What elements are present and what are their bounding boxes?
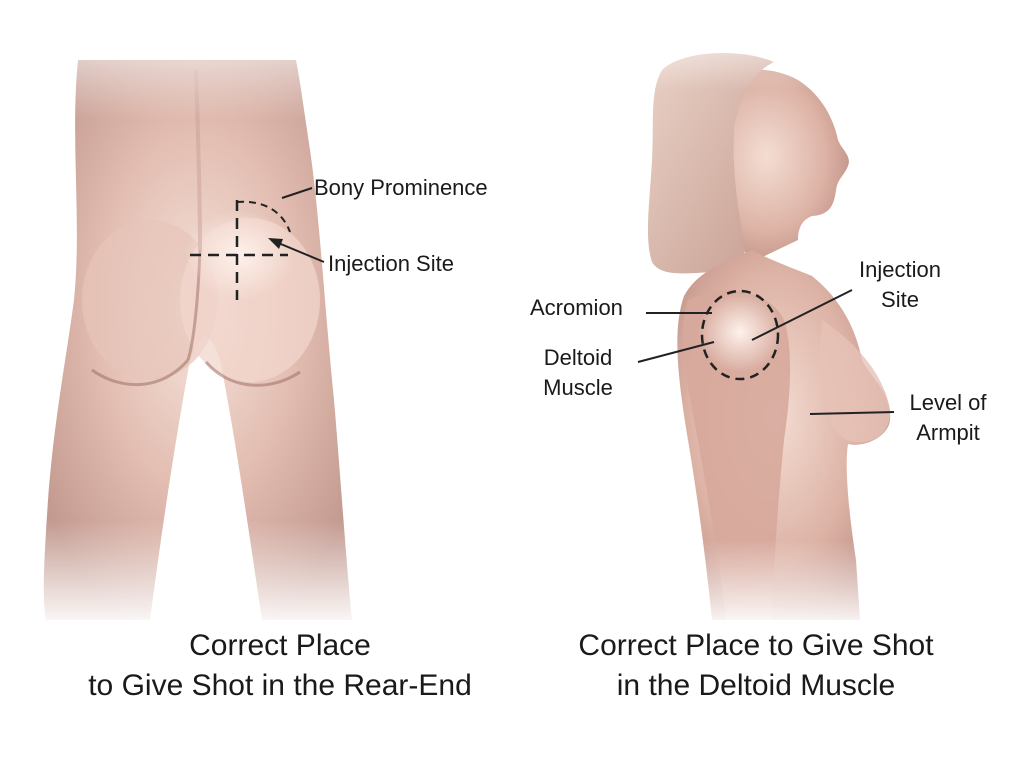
gluteal-fold-left: [91, 359, 190, 387]
deltoid-muscle-label-line1: Deltoid: [543, 345, 613, 370]
rear-caption-line2: to Give Shot in the Rear-End: [88, 669, 472, 702]
injection-site-label: Injection Site: [328, 251, 454, 276]
deltoid-highlight: [698, 292, 782, 372]
bony-prominence-label: Bony Prominence: [314, 175, 488, 200]
armpit-leader: [809, 411, 895, 415]
deltoid-caption-line2: in the Deltoid Muscle: [616, 669, 896, 702]
side-view-panel: Injection Site Acromion Deltoid Muscle L…: [512, 0, 1024, 768]
rear-caption: Correct Place to Give Shot in the Rear-E…: [30, 626, 530, 706]
injection-site-label-line2: Site: [881, 287, 919, 312]
deltoid-caption: Correct Place to Give Shot in the Deltoi…: [512, 626, 1000, 706]
bony-prominence-leader: [281, 187, 313, 199]
hair-shape: [647, 52, 774, 274]
injection-highlight: [185, 210, 295, 300]
deltoid-leader: [637, 341, 715, 363]
upper-arm-shape: [682, 290, 791, 620]
injection-site-label-line1: Injection: [859, 257, 941, 282]
injection-site-leader: [751, 289, 853, 341]
deltoid-caption-line1: Correct Place to Give Shot: [578, 629, 934, 662]
level-of-armpit-label-line2: Armpit: [916, 420, 980, 445]
deltoid-muscle-label: Deltoid Muscle: [530, 343, 626, 403]
deltoid-muscle-label-line2: Muscle: [543, 375, 613, 400]
injection-site-arrowhead: [268, 238, 283, 249]
injection-site-leader: [275, 241, 325, 263]
side-body-illustration: [512, 0, 1024, 630]
level-of-armpit-label-line1: Level of: [909, 390, 987, 415]
bony-prominence-arc: [236, 200, 291, 233]
rear-caption-line1: Correct Place: [189, 629, 371, 662]
deltoid-dashed-ellipse: [700, 289, 780, 381]
left-buttock: [82, 220, 218, 380]
injection-site-label: Injection Site: [842, 255, 958, 315]
acromion-label: Acromion: [530, 295, 623, 320]
rear-view-panel: Bony Prominence Injection Site Correct P…: [0, 0, 512, 702]
rear-body-illustration: [0, 0, 512, 630]
gluteal-fold-right: [204, 361, 301, 387]
level-of-armpit-label: Level of Armpit: [892, 388, 1004, 448]
